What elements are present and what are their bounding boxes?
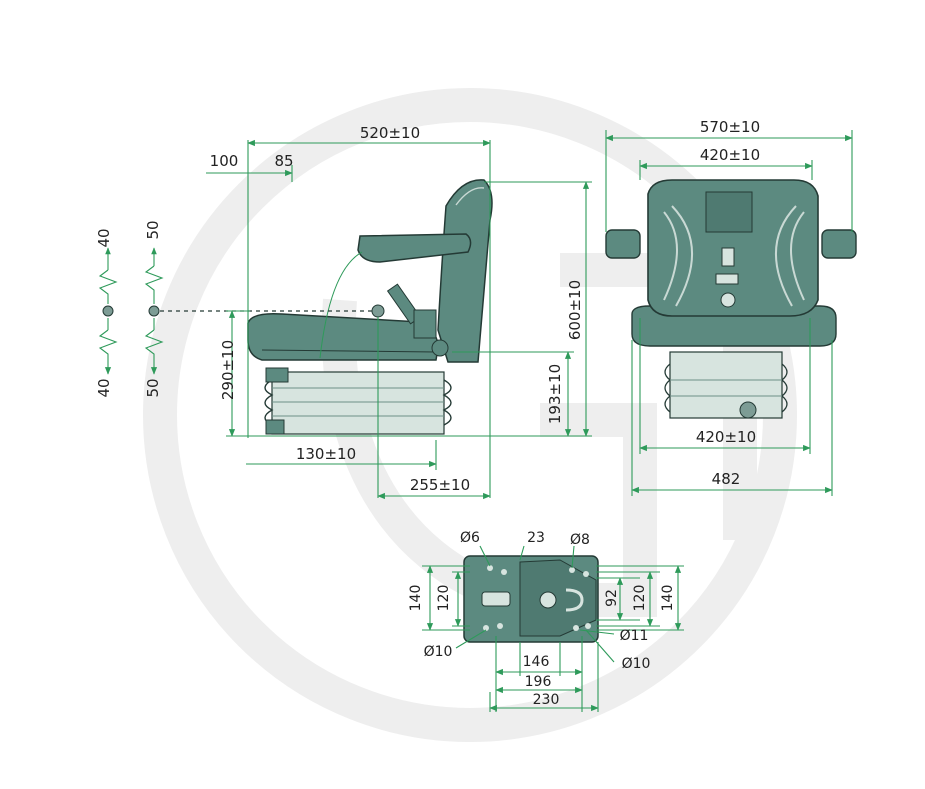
plate-dim-inner-left: 120: [436, 585, 452, 612]
side-backrest: [437, 179, 493, 363]
dim-front-offset: 130±10: [296, 445, 356, 463]
travel-left-up: 40: [95, 228, 113, 247]
plate-dim-inner-right-b: 120: [632, 585, 648, 612]
dim-rear-offset: 255±10: [410, 476, 470, 494]
travel-left-down: 40: [95, 378, 113, 397]
side-base-bellows: [264, 367, 452, 435]
side-armrest: [357, 233, 472, 263]
dim-base-width: 420±10: [696, 428, 756, 446]
plate-dim-outer-right: 140: [660, 585, 676, 612]
dim-seat-height: 290±10: [219, 340, 237, 400]
dim-backrest-width: 420±10: [700, 146, 760, 164]
dim-overall-width: 482: [712, 470, 741, 488]
front-view: 570±10 420±10 420±10 482: [605, 118, 857, 496]
seat-reference-point: [371, 304, 385, 318]
plate-dim-outer-left: 140: [408, 585, 424, 612]
side-view: 520±10 100 85 290±10 193±10 600±10 130±1…: [160, 124, 592, 500]
travel-right-up: 50: [144, 220, 162, 239]
travel-right-down: 50: [144, 378, 162, 397]
plate-dia-bottom-right-10: Ø10: [622, 656, 651, 672]
plate-dim-width-146: 146: [523, 654, 550, 670]
front-armrest-right: [821, 229, 857, 259]
plate-dia-top-right: Ø8: [570, 532, 590, 548]
suspension-travel: 40 40 50 50: [95, 220, 164, 398]
plate-dia-bottom-left: Ø10: [424, 644, 453, 660]
dim-width-armrests: 570±10: [700, 118, 760, 136]
plate-dim-width-196: 196: [525, 674, 552, 690]
front-base-bellows: [664, 351, 788, 419]
plate-dim-width-230: 230: [533, 692, 560, 708]
dim-base-height: 193±10: [546, 364, 564, 424]
dim-total-height: 600±10: [566, 280, 584, 340]
plate-dim-inner-right-a: 92: [604, 589, 620, 607]
plate-dim-offset: 23: [527, 530, 545, 546]
dim-fore-aft: 85: [274, 152, 293, 170]
front-armrest-left: [605, 229, 641, 259]
dim-overall-depth: 520±10: [360, 124, 420, 142]
dim-backrest-travel: 100: [210, 152, 239, 170]
mounting-plate: Ø6 23 Ø8 140 120 92 120 140 Ø10 Ø11 Ø10 …: [408, 530, 684, 712]
plate-dia-small: Ø6: [460, 530, 480, 546]
plate-dia-bottom-right-11: Ø11: [620, 628, 649, 644]
